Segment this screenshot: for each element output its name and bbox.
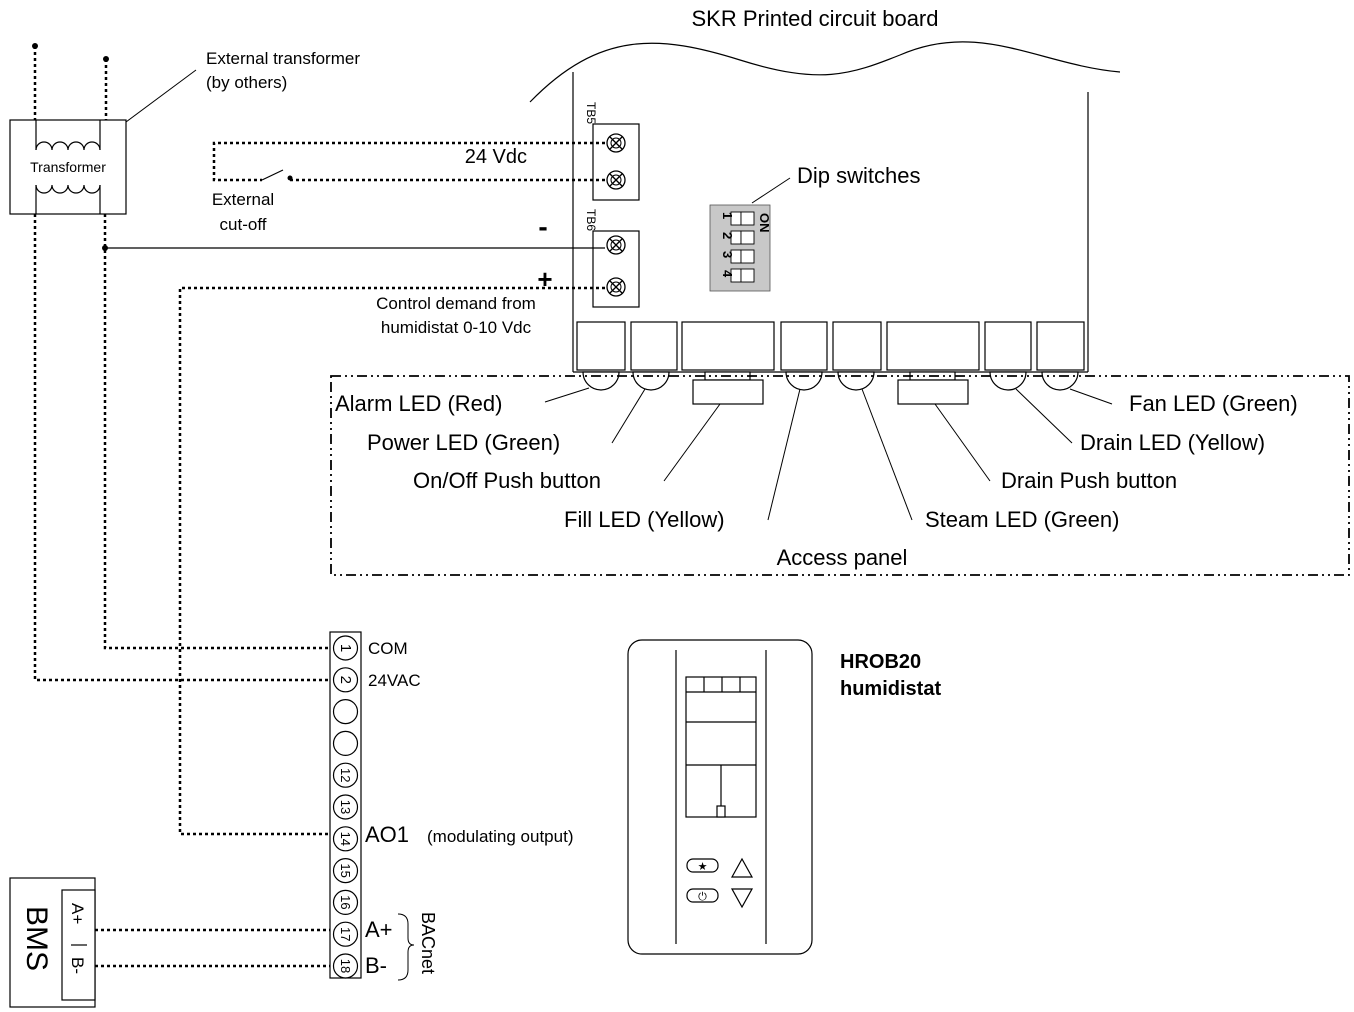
dip-on-label: ON	[757, 213, 772, 233]
ao1-label: AO1	[365, 822, 409, 847]
star-button	[686, 858, 719, 873]
power-led	[632, 371, 670, 391]
dip-number: 4	[720, 270, 735, 278]
b-minus-label: B-	[365, 953, 387, 978]
terminal-number: 16	[338, 895, 353, 909]
wire-junction	[102, 245, 108, 251]
power-button	[686, 888, 719, 903]
arrow-up-icon	[730, 857, 754, 878]
terminal-number: 15	[338, 863, 353, 877]
drain-button-label: Drain Push button	[1001, 468, 1177, 493]
bms-b-minus: B-	[68, 957, 87, 974]
terminal: 2	[332, 667, 359, 693]
power-icon: ⏻	[698, 891, 707, 903]
access-panel-title: Access panel	[777, 545, 908, 570]
terminal: 12	[332, 762, 359, 788]
screw-icon	[606, 277, 626, 297]
pcb-title: SKR Printed circuit board	[692, 6, 939, 31]
transformer-label: Transformer	[30, 159, 106, 175]
ao1-note: (modulating output)	[427, 827, 573, 846]
tb6-label: TB6	[584, 209, 598, 231]
terminal: 18	[332, 953, 359, 979]
tb5-label: TB5	[584, 102, 598, 124]
tb6-terminal-block: TB6	[584, 209, 640, 308]
bms-label: BMS	[20, 906, 53, 971]
hrob20-humidistat: ★ ⏻	[627, 639, 813, 955]
transformer-callout-line1: External transformer	[206, 49, 360, 68]
cutoff-label-line2: cut-off	[220, 215, 267, 234]
drain-led	[989, 371, 1027, 391]
alarm-led	[582, 371, 620, 391]
onoff-button-label: On/Off Push button	[413, 468, 601, 493]
bacnet-label: BACnet	[418, 912, 438, 974]
24vdc-label: 24 Vdc	[465, 146, 527, 168]
dip-number: 2	[720, 232, 735, 239]
control-demand-line2: humidistat 0-10 Vdc	[381, 318, 532, 337]
24vac-label: 24VAC	[368, 671, 421, 690]
control-demand-line1: Control demand from	[376, 294, 536, 313]
fill-led-label: Fill LED (Yellow)	[564, 507, 725, 532]
com-label: COM	[368, 639, 408, 658]
terminal-number: 2	[337, 676, 354, 684]
terminal: 16	[332, 889, 359, 916]
minus-label: -	[538, 211, 547, 242]
terminal: 1	[332, 635, 359, 661]
fan-led	[1041, 371, 1079, 391]
dip-number: 3	[720, 251, 735, 258]
dip-number: 1	[720, 212, 735, 219]
terminal: 13	[332, 794, 359, 820]
screw-icon	[606, 235, 626, 255]
alarm-led-label: Alarm LED (Red)	[335, 391, 502, 416]
steam-led-label: Steam LED (Green)	[925, 507, 1119, 532]
terminal: 14	[332, 826, 359, 852]
terminal-number: 13	[338, 800, 353, 814]
arrow-down-icon	[730, 888, 754, 909]
steam-led	[837, 371, 875, 391]
cutoff-label-line1: External	[212, 190, 274, 209]
terminal-number: 12	[338, 768, 353, 782]
terminal-number: 1	[337, 644, 354, 652]
humidistat-title-line2: humidistat	[840, 678, 941, 700]
terminal: 17	[332, 921, 359, 947]
tb5-terminal-block: TB5	[584, 102, 640, 201]
transformer-callout-line2: (by others)	[206, 73, 287, 92]
power-led-label: Power LED (Green)	[367, 430, 560, 455]
plus-label: +	[537, 264, 552, 294]
terminal-number: 14	[338, 832, 353, 846]
a-plus-label: A+	[365, 917, 393, 942]
drain-led-label: Drain LED (Yellow)	[1080, 430, 1265, 455]
dip-switches-label: Dip switches	[797, 163, 920, 188]
terminal-number: 18	[338, 959, 353, 973]
terminal: 15	[332, 857, 359, 884]
access-panel-border	[330, 375, 1350, 576]
terminal	[332, 730, 359, 757]
transformer: Transformer	[9, 119, 127, 215]
terminal-number: 17	[338, 927, 353, 941]
fill-led	[785, 371, 823, 391]
pcb-connectors	[576, 321, 1085, 371]
screw-icon	[606, 133, 626, 153]
star-icon: ★	[698, 861, 708, 873]
bms-box: BMS A+ B-	[9, 877, 96, 1008]
bms-a-plus: A+	[68, 903, 87, 924]
terminal	[332, 698, 359, 725]
fan-led-label: Fan LED (Green)	[1129, 391, 1298, 416]
humidistat-title-line1: HROB20	[840, 651, 921, 673]
screw-icon	[606, 170, 626, 190]
dip-switch-block: ON 1 2 3 4	[709, 204, 772, 292]
